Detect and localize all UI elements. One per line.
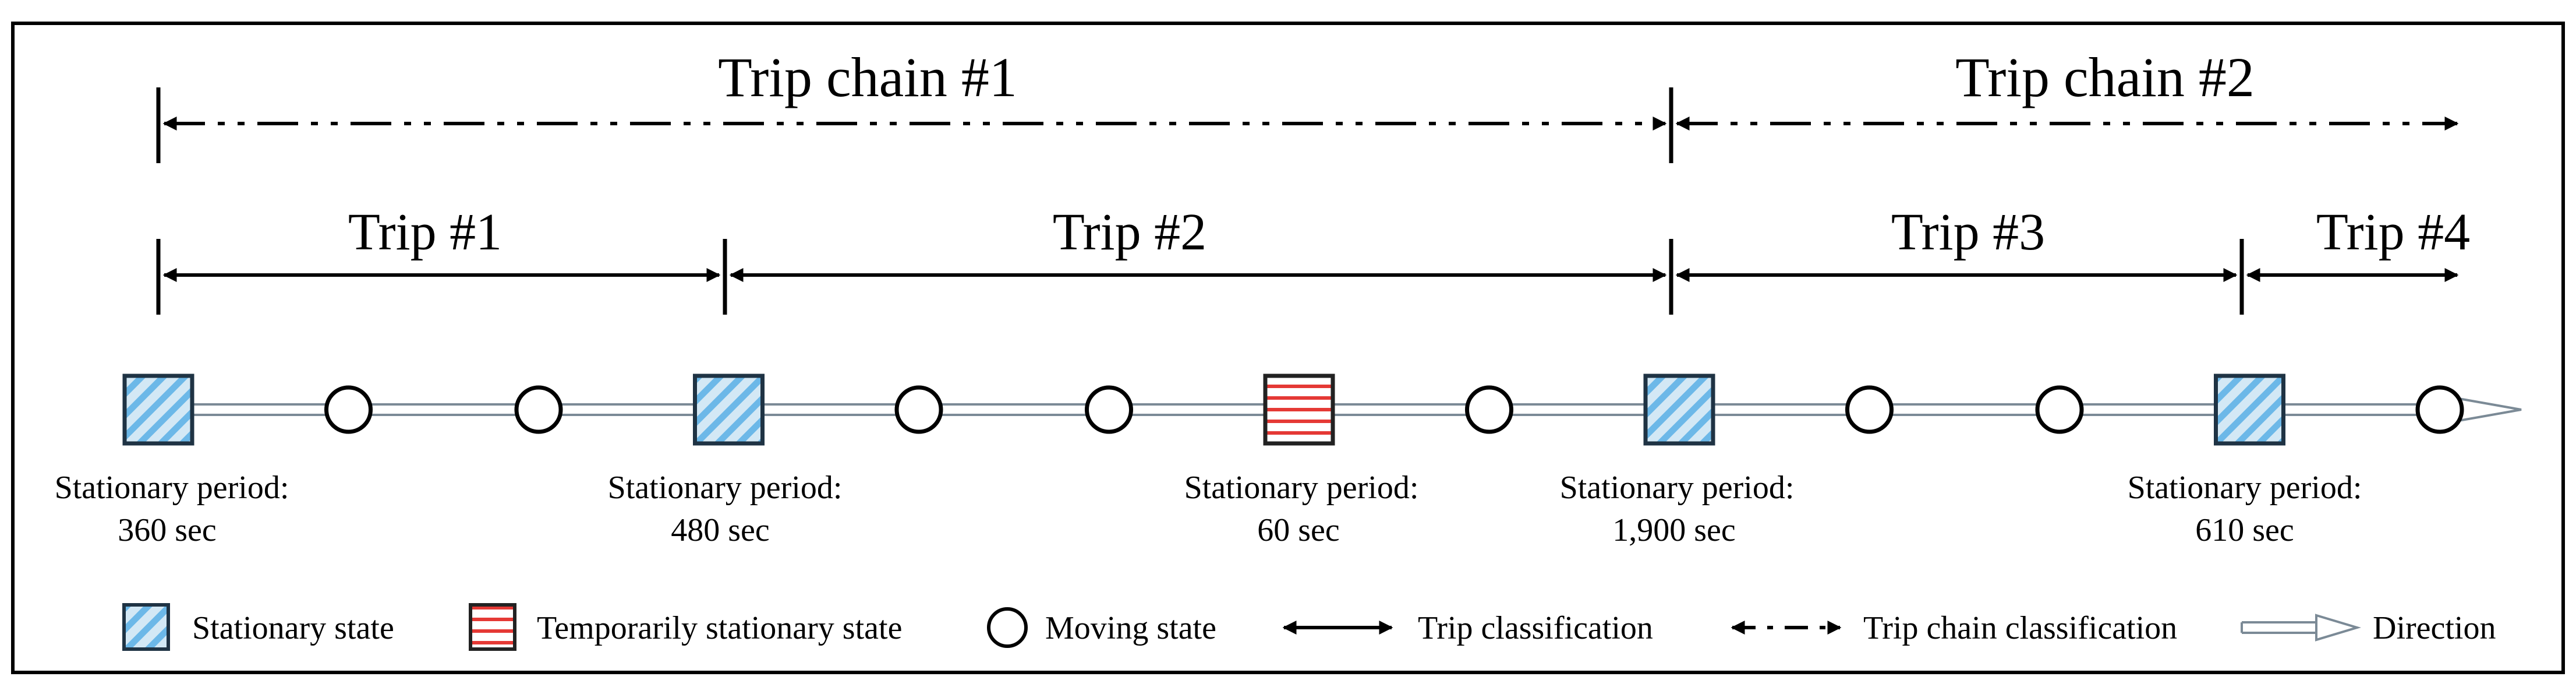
legend-direction-label: Direction	[2373, 610, 2496, 646]
legend-trip-chain-label: Trip chain classification	[1863, 610, 2177, 646]
stationary-state-marker	[693, 374, 765, 446]
legend-moving-label: Moving state	[1045, 610, 1216, 646]
period-1-value: 360 sec	[118, 512, 217, 548]
period-2-value: 480 sec	[671, 512, 770, 548]
trip-chain-row: Trip chain #1 Trip chain #2	[156, 46, 2459, 163]
trip-3-label: Trip #3	[1891, 203, 2045, 261]
period-5-title: Stationary period:	[2128, 470, 2362, 506]
diagram-frame	[11, 22, 2565, 674]
legend-temporary-label: Temporarily stationary state	[537, 610, 902, 646]
moving-state-marker	[514, 385, 563, 434]
trip-1-label: Trip #1	[348, 203, 502, 261]
moving-state-marker	[1845, 385, 1894, 434]
stationary-state-marker	[1643, 374, 1715, 446]
legend-stationary-label: Stationary state	[192, 610, 394, 646]
period-3-value: 60 sec	[1257, 512, 1340, 548]
trip-row: Trip #1 Trip #2 Trip #3 Trip #4	[156, 203, 2470, 315]
period-4-title: Stationary period:	[1560, 470, 1795, 506]
moving-state-marker	[2035, 385, 2084, 434]
trip-4-label: Trip #4	[2316, 203, 2470, 261]
moving-state-marker	[2415, 385, 2464, 434]
trip-chain-2-label: Trip chain #2	[1955, 46, 2255, 108]
temporary-stationary-state-marker	[1263, 374, 1335, 446]
legend-direction-swatch	[2241, 614, 2361, 642]
period-1-title: Stationary period:	[55, 470, 289, 506]
legend-trip-label: Trip classification	[1418, 610, 1653, 646]
moving-state-marker	[324, 385, 373, 434]
moving-state-marker	[1085, 385, 1133, 434]
trip-2-label: Trip #2	[1053, 203, 1206, 261]
stationary-state-marker	[122, 374, 194, 446]
trip-chain-1-label: Trip chain #1	[718, 46, 1017, 108]
legend: Stationary state Temporarily stationary …	[122, 603, 2496, 651]
moving-state-marker	[1465, 385, 1513, 434]
moving-state-marker	[894, 385, 943, 434]
period-3-title: Stationary period:	[1184, 470, 1419, 506]
period-4-value: 1,900 sec	[1612, 512, 1736, 548]
stationary-period-labels: Stationary period: 360 sec Stationary pe…	[55, 470, 2362, 548]
legend-moving-swatch	[987, 607, 1028, 648]
period-2-title: Stationary period:	[608, 470, 843, 506]
timeline-states	[122, 374, 2464, 446]
legend-stationary-swatch	[122, 603, 170, 651]
stationary-state-marker	[2214, 374, 2285, 446]
legend-temporary-swatch	[469, 603, 516, 651]
period-5-value: 610 sec	[2195, 512, 2294, 548]
